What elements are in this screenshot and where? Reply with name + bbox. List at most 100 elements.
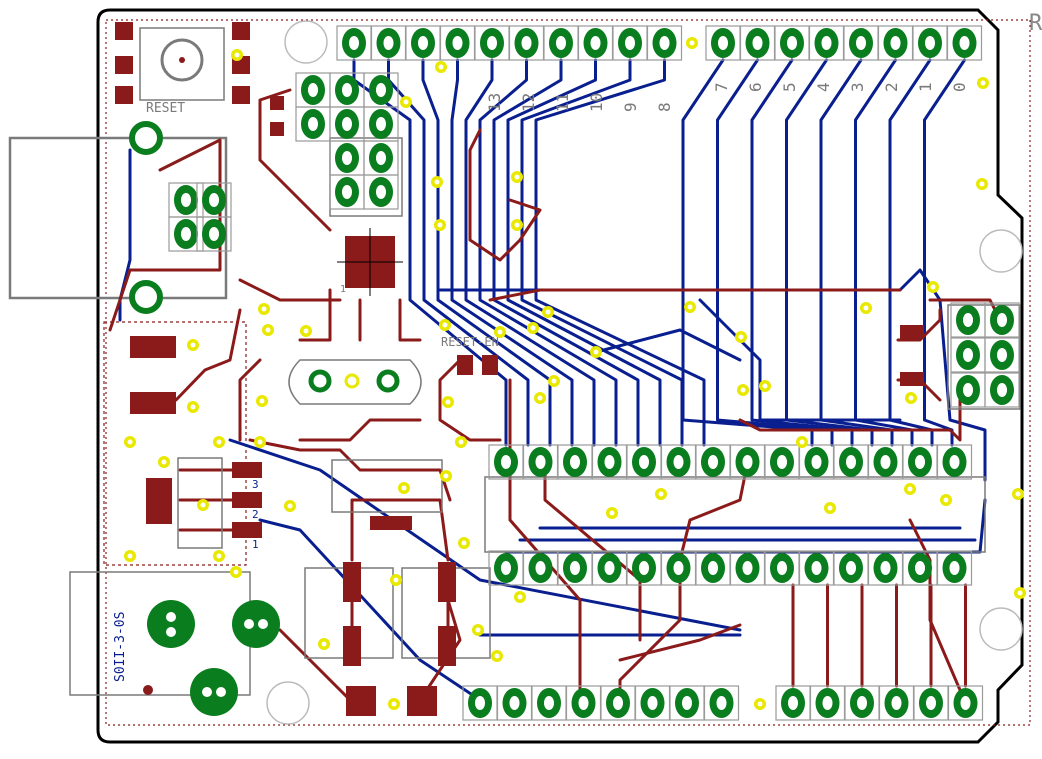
- trace: [923, 58, 966, 447]
- via-hole: [127, 553, 133, 559]
- pad-hole: [376, 185, 386, 199]
- pad-outline: [984, 337, 1020, 373]
- pad-outline: [946, 25, 983, 61]
- pad-hole: [963, 313, 973, 327]
- via-hole: [907, 486, 913, 492]
- pad-hole: [647, 696, 658, 710]
- via-hole: [234, 52, 240, 58]
- pad: [600, 685, 636, 721]
- pad: [950, 337, 986, 373]
- trace: [698, 298, 902, 422]
- via-hole: [445, 399, 451, 405]
- smd-components: [130, 96, 924, 716]
- trace: [178, 468, 242, 532]
- pad: [902, 444, 938, 480]
- via-hole: [979, 181, 985, 187]
- via-hole: [827, 505, 833, 511]
- header-label: 0: [950, 82, 969, 92]
- pad-hole: [209, 193, 219, 207]
- pad-hole: [822, 696, 833, 710]
- pad-hole: [376, 83, 386, 97]
- pad-outline: [703, 685, 740, 721]
- pad-hole: [708, 561, 718, 575]
- trace: [464, 58, 596, 447]
- usb-connector: [8, 121, 228, 314]
- pad: [295, 106, 331, 142]
- trace: [350, 498, 450, 562]
- pad: [878, 685, 915, 721]
- regulator-pin2: 2: [252, 508, 259, 521]
- pad: [705, 25, 741, 61]
- pad: [984, 337, 1020, 373]
- via-hole: [127, 439, 133, 445]
- pad: [729, 550, 766, 586]
- pad-hole: [613, 696, 623, 710]
- header-label: 6: [746, 82, 765, 92]
- pad: [739, 25, 776, 61]
- pad-hole: [963, 383, 973, 397]
- pad-hole: [604, 561, 615, 575]
- via-hole: [863, 305, 869, 311]
- via-hole: [434, 179, 440, 185]
- pad-outline: [936, 550, 973, 586]
- via-hole: [442, 322, 448, 328]
- pad-hole: [535, 455, 546, 469]
- pad: [508, 25, 545, 61]
- pad-hole: [787, 36, 797, 50]
- trace: [421, 58, 552, 447]
- via-hole: [497, 329, 503, 335]
- via-hole: [257, 439, 263, 445]
- trace: [278, 598, 462, 702]
- pad: [833, 444, 869, 480]
- pad: [984, 372, 1020, 408]
- header-label: 10: [587, 93, 606, 112]
- pad-hole: [811, 561, 822, 575]
- pad-hole: [718, 36, 728, 50]
- via-hole: [687, 304, 693, 310]
- pad-outline: [363, 174, 399, 210]
- pad: [877, 25, 914, 61]
- header-label: 12: [519, 93, 538, 112]
- pad: [557, 550, 593, 586]
- pad: [695, 550, 731, 586]
- pad: [950, 372, 986, 408]
- pad-hole: [535, 561, 546, 575]
- pad-hole: [308, 117, 318, 131]
- pad-hole: [925, 36, 935, 50]
- header-label: 11: [553, 93, 572, 112]
- pad-hole: [376, 151, 386, 165]
- pad-hole: [997, 348, 1007, 362]
- via-hole: [609, 510, 615, 516]
- title-fragment: R: [1029, 11, 1042, 36]
- header-label: 7: [712, 82, 731, 92]
- pad-hole: [342, 83, 352, 97]
- via-hole: [1017, 590, 1023, 596]
- pad-hole: [509, 696, 520, 710]
- via-hole: [689, 40, 695, 46]
- pad: [947, 685, 984, 721]
- pad-hole: [181, 193, 191, 207]
- trace: [492, 58, 640, 447]
- pad: [843, 25, 879, 61]
- header-label: 4: [814, 82, 833, 92]
- trace: [618, 623, 742, 662]
- via-hole: [930, 284, 936, 290]
- pad-hole: [890, 36, 901, 50]
- pad-hole: [209, 227, 219, 241]
- via-hole: [443, 473, 449, 479]
- pad-outline: [984, 302, 1020, 338]
- via-hole: [908, 395, 914, 401]
- through-hole-pads: [168, 25, 1020, 721]
- via-hole: [287, 503, 293, 509]
- trace: [488, 288, 902, 302]
- via-hole: [161, 459, 167, 465]
- reset-label: RESET: [146, 101, 185, 116]
- header-label: 5: [780, 82, 799, 92]
- pad-hole: [915, 455, 925, 469]
- via-hole: [943, 497, 949, 503]
- header-label: 3: [848, 82, 867, 92]
- trace: [450, 58, 574, 447]
- pad-hole: [742, 561, 753, 575]
